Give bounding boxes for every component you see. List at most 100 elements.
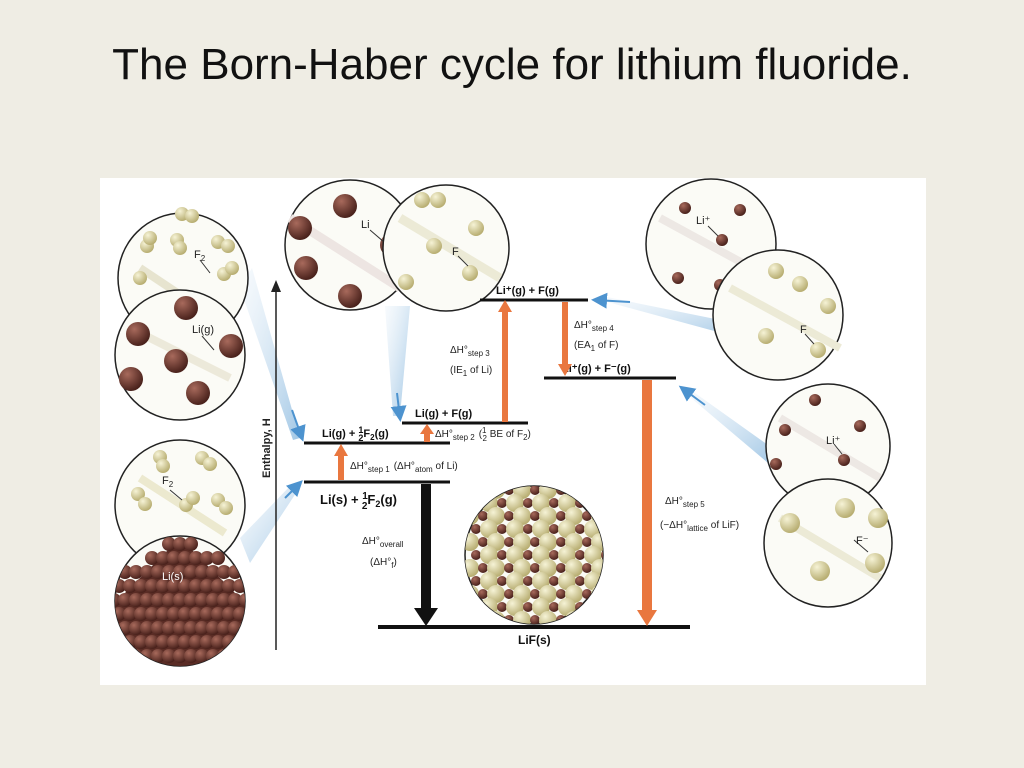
lattice-f-ion [584,494,602,512]
svg-text:ΔH°step 4: ΔH°step 4 [574,320,614,333]
pointer-beams [240,268,775,563]
lattice-f-ion [584,598,602,616]
li-metal-atom [217,593,231,607]
f-ion-bubble: F⁻ [763,478,893,608]
lattice-li-ion [556,537,566,547]
lattice-li-ion [582,486,592,495]
li-metal-atom [200,551,214,565]
li-metal-atom [206,649,220,663]
li-metal-atom [129,621,143,635]
svg-text:ΔH°step 5: ΔH°step 5 [665,496,705,509]
lattice-li-ion [582,511,592,521]
li-metal-atom [206,621,220,635]
li-metal-atom [156,551,170,565]
li-metal-atom [134,607,148,621]
svg-text:(IE1 of Li): (IE1 of Li) [450,365,492,378]
bubble-label-li-g: Li(g) [192,324,214,336]
li-metal-atom [151,593,165,607]
li-metal-atom [228,649,242,663]
li-solid-bubble: Li(s) [114,535,269,667]
step3-label: ΔH°step 3 (IE1 of Li) [450,345,492,378]
step4-label: ΔH°step 4 (EA1 of F) [574,320,618,353]
li-metal-atom [255,579,269,593]
lattice-li-ion [530,615,540,624]
lattice-li-ion [549,576,559,586]
lattice-li-ion [523,498,533,508]
lattice-li-ion [497,576,507,586]
li-metal-atom [195,593,209,607]
li-metal-atom [206,565,220,579]
lattice-li-ion [582,563,592,573]
li-metal-atom [173,537,187,551]
lattice-f-ion [558,598,576,616]
li-metal-atom [151,565,165,579]
li-atom-bubble: Li [284,179,416,311]
li-metal-atom [184,649,198,663]
lattice-li-ion [471,602,481,612]
lattice-li-ion [478,537,488,547]
lattice-li-ion [549,524,559,534]
li-metal-atom [233,635,245,649]
lattice-li-ion [575,576,585,586]
li-metal-atom [162,537,176,551]
slide-title: The Born-Haber cycle for lithium fluorid… [112,40,912,89]
lattice-li-ion [556,589,566,599]
lattice-li-ion [582,589,592,599]
svg-text:(−ΔH°lattice of LiF): (−ΔH°lattice of LiF) [660,520,739,533]
bubble-label-li-atom: Li [361,219,370,231]
level-lif-s: LiF(s) [518,633,551,647]
li-metal-atom [173,621,187,635]
li-metal-atom [156,607,170,621]
li-metal-atom [140,621,154,635]
li-metal-atom [173,565,187,579]
overall-label: ΔH°overall (ΔH°f) [362,536,404,570]
li-metal-atom [167,551,181,565]
li-metal-atom [140,593,154,607]
enthalpy-axis: Enthalpy, H [261,280,281,650]
li-metal-atom [189,635,203,649]
li-metal-atom [178,579,192,593]
lattice-li-ion [530,537,540,547]
svg-text:(ΔH°f): (ΔH°f) [370,557,397,570]
li-metal-atom [211,607,225,621]
li-metal-atom [189,607,203,621]
f-atom-bubble: F [382,184,510,312]
li-metal-atom [228,565,242,579]
lattice-li-ion [504,563,514,573]
bubble-label-li-plus-top: Li⁺ [696,215,711,227]
li-metal-atom [167,579,181,593]
li-metal-atom [189,551,203,565]
li-metal-atom [200,579,214,593]
f2-gas-bubble-lower: F2 [114,439,246,571]
li-metal-atom [167,607,181,621]
lattice-li-ion [530,563,540,573]
li-metal-atom [211,635,225,649]
lattice-li-ion [478,486,488,495]
li-metal-atom [129,565,143,579]
lattice-li-ion [497,602,507,612]
li-metal-atom [145,551,159,565]
li-metal-atom [178,551,192,565]
lattice-li-ion [601,498,603,508]
li-metal-atom [195,621,209,635]
born-haber-diagram: F2 Li(g) F2 Li(s) [114,178,893,667]
lattice-li-ion [601,524,603,534]
li-metal-atom [140,565,154,579]
li-metal-atom [118,593,132,607]
li-metal-atom [184,537,198,551]
li-metal-atom [123,607,137,621]
bubble-label-f-atom: F [452,246,459,258]
bubble-label-li-plus-right: Li⁺ [826,435,841,447]
lattice-li-ion [523,550,533,560]
li-metal-atom [115,621,121,635]
li-metal-atom [222,635,236,649]
lattice-f-ion [513,611,531,624]
lattice-li-ion [523,602,533,612]
li-ion-bubble-right: Li⁺ [765,383,891,509]
li-metal-atom [184,565,198,579]
li-gas-bubble: Li(g) [114,289,246,421]
li-metal-atom [134,635,148,649]
lattice-li-ion [575,524,585,534]
lattice-li-ion [530,511,540,521]
